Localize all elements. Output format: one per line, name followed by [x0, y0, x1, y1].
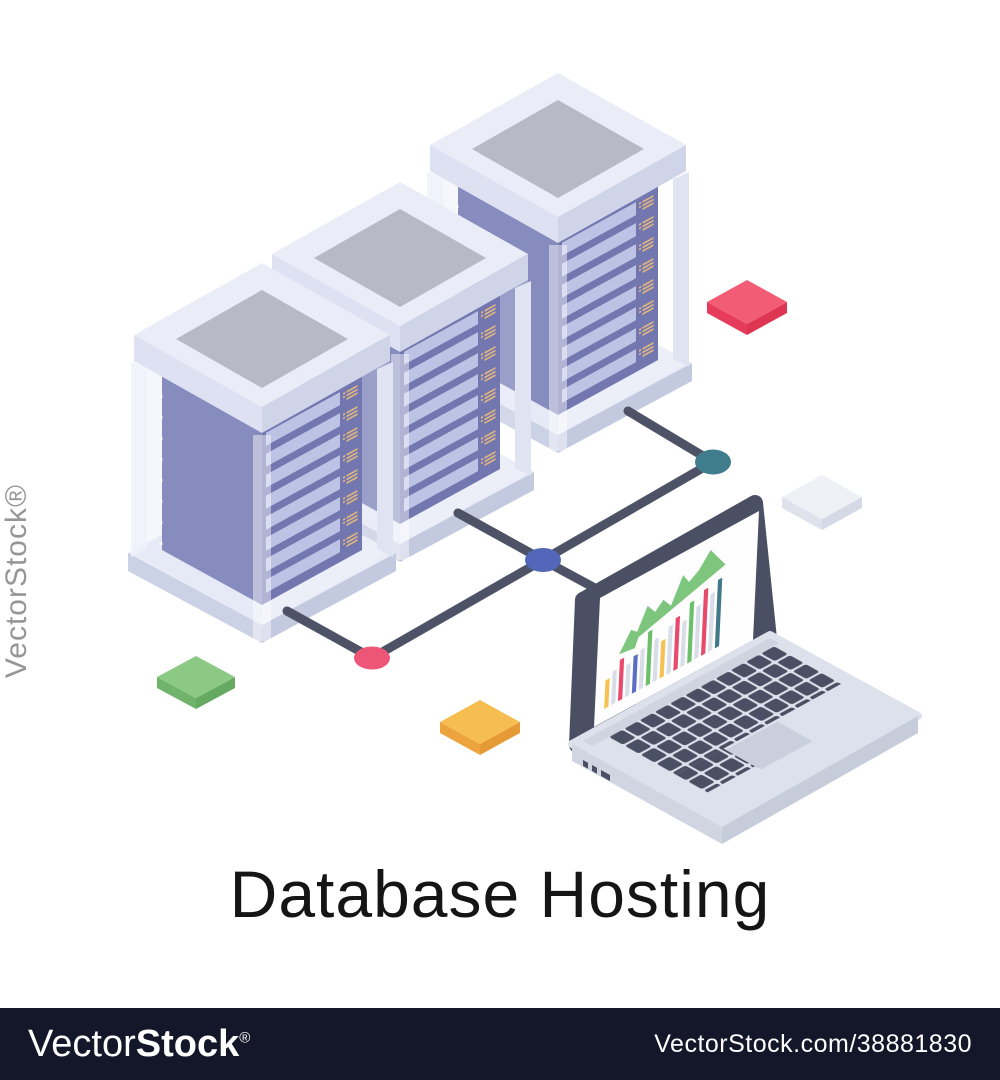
tile-yellow [440, 700, 520, 755]
keyboard-front-keys [674, 748, 756, 793]
keyboard [607, 645, 843, 776]
trackpad [726, 721, 813, 770]
registered-mark: ® [239, 1028, 251, 1046]
laptop [568, 495, 922, 844]
watermark-bar: VectorStock® VectorStock.com/38881830 [0, 1008, 1000, 1080]
bar-chart [604, 577, 723, 709]
vectorstock-logo: VectorStock® [28, 1023, 250, 1066]
laptop-ports [583, 760, 610, 781]
tile-white [782, 475, 862, 530]
tile-green [157, 656, 235, 709]
image-url: VectorStock.com/38881830 [654, 1029, 972, 1058]
trend-arrow [619, 550, 726, 655]
image-title: Database Hosting [229, 857, 771, 931]
logo-light: Vector [28, 1022, 136, 1065]
node-dot-teal [695, 449, 731, 475]
tile-red [707, 280, 787, 335]
node-dot-red [354, 646, 390, 670]
logo-bold: Stock [135, 1022, 240, 1065]
node-dot-blue [525, 548, 561, 572]
watermark-side-vertical: VectorStock® [0, 483, 33, 679]
server-rack-left [128, 263, 396, 643]
